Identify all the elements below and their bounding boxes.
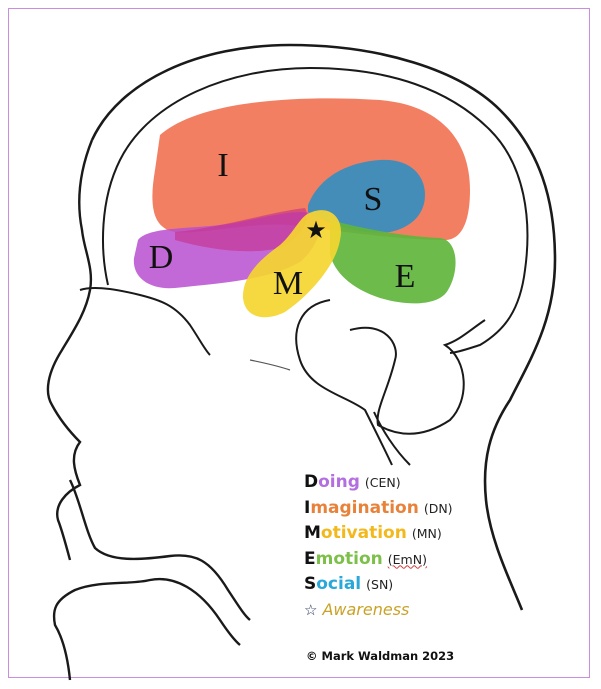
- legend-item-emotion: Emotion(EmN): [304, 548, 427, 569]
- chin-neck: [68, 479, 251, 621]
- brain-outline: [79, 66, 529, 356]
- star-outline-icon: ☆: [304, 600, 318, 619]
- region-emotion: [330, 220, 456, 304]
- copyright-notice: © Mark Waldman 2023: [306, 649, 455, 663]
- legend-item-motivation: Motivation(MN): [304, 523, 442, 543]
- legend-item-awareness: ☆Awareness: [304, 599, 410, 619]
- region-label-d: D: [149, 239, 174, 276]
- skull-outer: [90, 43, 557, 611]
- region-doing-overlap: [175, 208, 308, 252]
- cerebellum-outline: [295, 299, 486, 466]
- region-motivation: [242, 210, 341, 318]
- legend-item-doing: Doing(CEN): [304, 472, 401, 492]
- jaw-line: [249, 359, 291, 371]
- region-label-s: S: [364, 181, 383, 218]
- legend: Doing(CEN) Imagination(DN) Motivation(MN…: [304, 470, 453, 622]
- region-label-m: M: [273, 265, 303, 302]
- image-frame: [8, 8, 590, 678]
- legend-item-imagination: Imagination(DN): [304, 497, 453, 518]
- region-label-e: E: [395, 258, 416, 295]
- region-social: [308, 159, 425, 233]
- head-outline: [52, 577, 241, 681]
- legend-item-social: Social(SN): [304, 574, 394, 594]
- region-label-i: I: [217, 147, 228, 184]
- face-profile: [46, 139, 94, 561]
- awareness-star-icon: ★: [305, 216, 327, 244]
